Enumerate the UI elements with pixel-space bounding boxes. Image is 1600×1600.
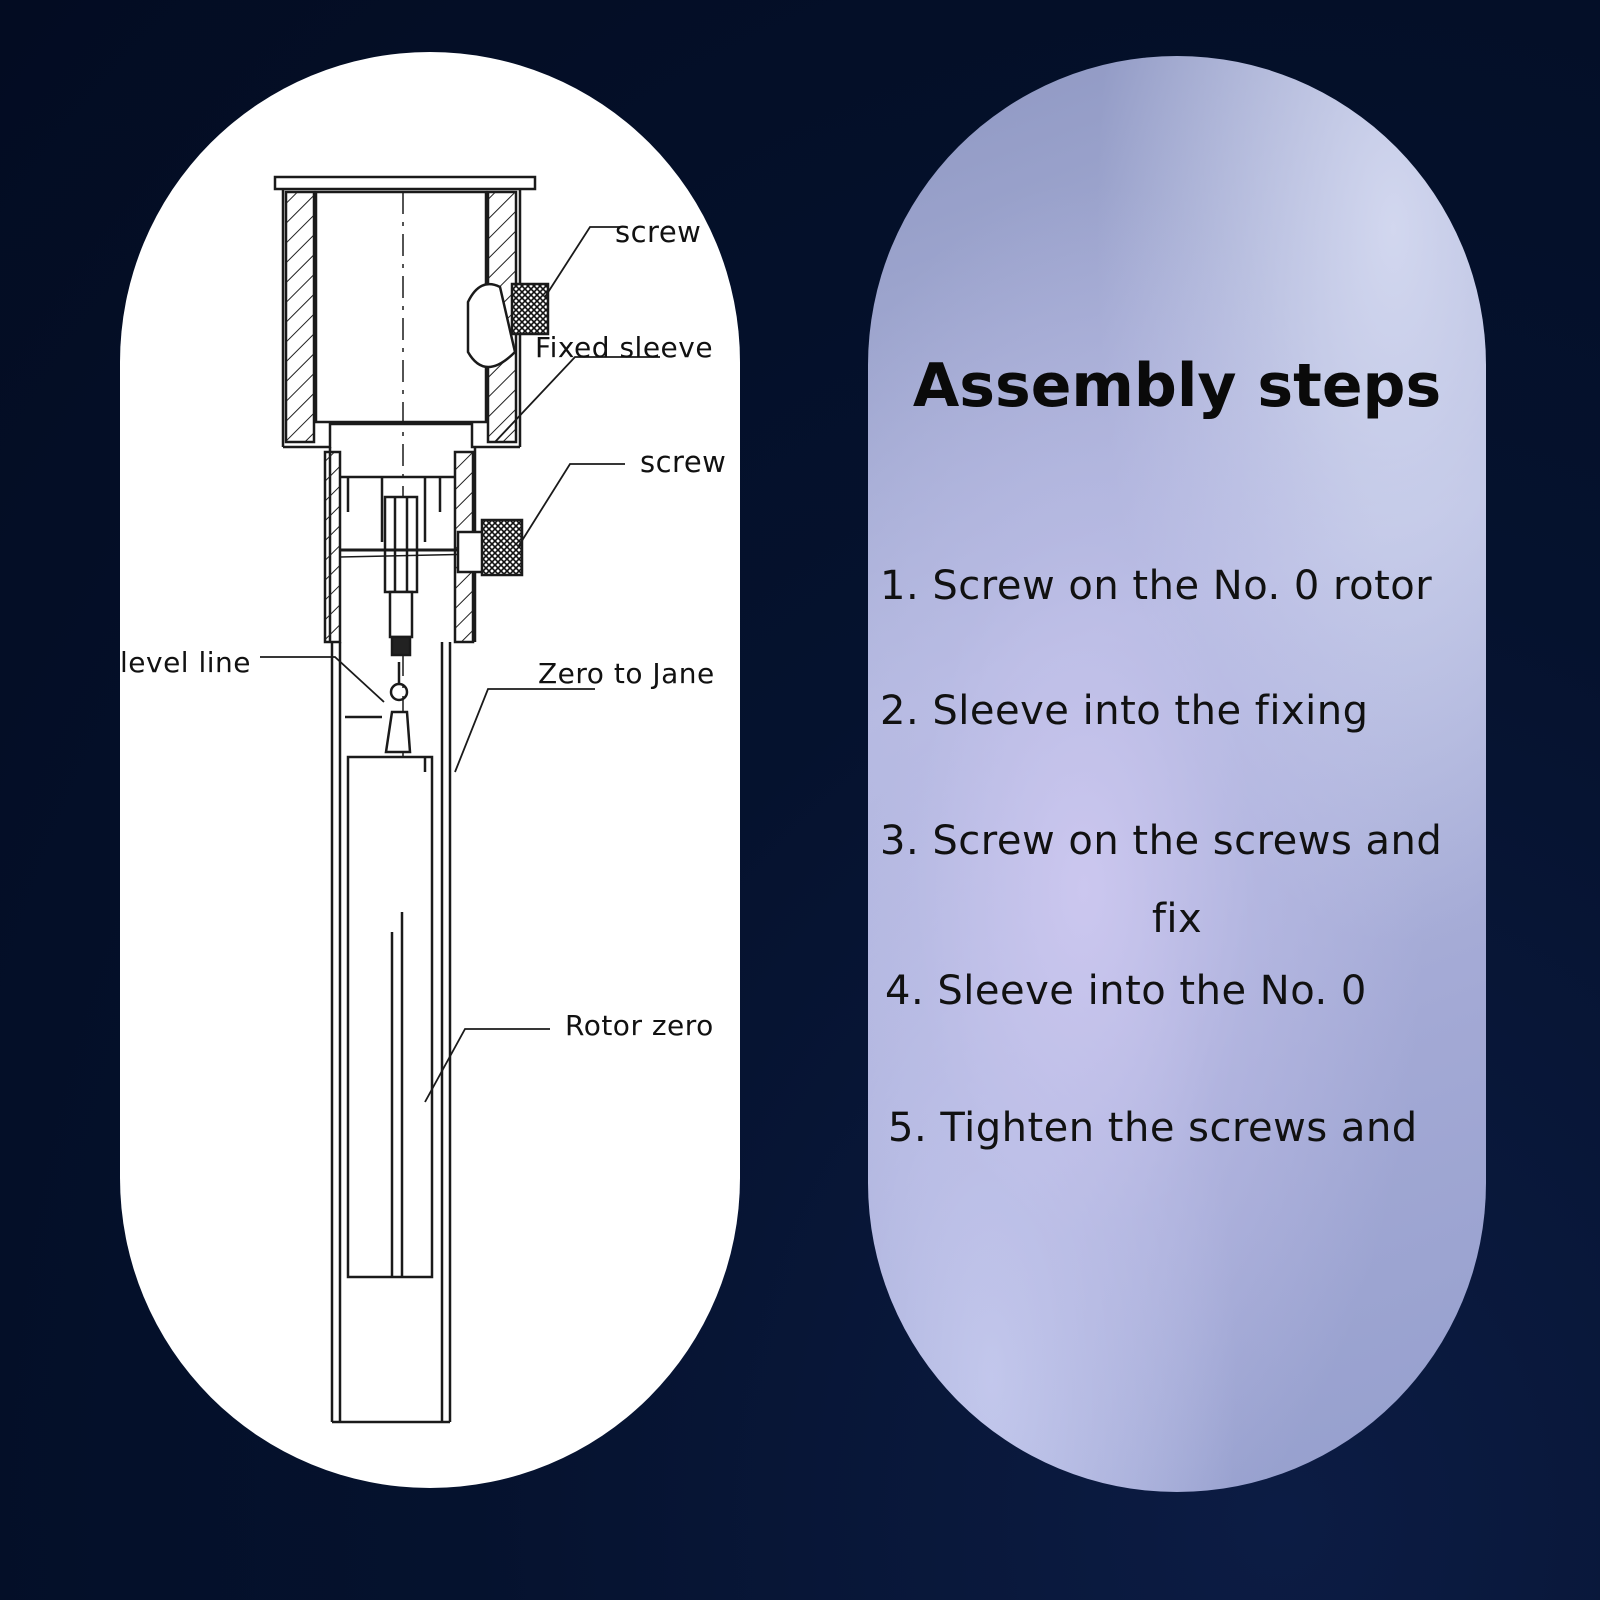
label-screw-mid: screw <box>640 445 727 479</box>
step-item: 4. Sleeve into the No. 0 <box>885 968 1367 1014</box>
step-item: 1. Screw on the No. 0 rotor <box>880 563 1433 609</box>
step-item: 5. Tighten the screws and <box>888 1105 1418 1151</box>
left-wall-hatch <box>284 190 316 444</box>
label-rotor-zero: Rotor zero <box>565 1009 714 1042</box>
mid-screw-head <box>480 518 524 577</box>
steps-title: Assembly steps <box>912 351 1442 421</box>
upper-screw-head <box>510 282 550 336</box>
label-screw-top: screw <box>615 215 702 249</box>
top-flange <box>273 175 537 191</box>
lower-collar-left <box>323 450 342 644</box>
step-item: fix <box>1151 896 1203 942</box>
step-item: 3. Screw on the screws and <box>880 818 1443 864</box>
upper-screw-body <box>466 282 517 369</box>
spindle <box>383 495 419 594</box>
label-level-line: level line <box>120 646 252 679</box>
label-zero-to-jane: Zero to Jane <box>538 657 715 690</box>
assembly-diagram <box>260 175 660 1424</box>
steps-panel: Assembly steps 1. Screw on the No. 0 rot… <box>868 56 1486 1492</box>
rotor-body <box>346 755 434 1279</box>
step-item: 2. Sleeve into the fixing <box>880 688 1369 734</box>
diagram-panel: screw Fixed sleeve screw level line Zero… <box>120 52 740 1488</box>
label-fixed-sleeve: Fixed sleeve <box>535 331 714 364</box>
